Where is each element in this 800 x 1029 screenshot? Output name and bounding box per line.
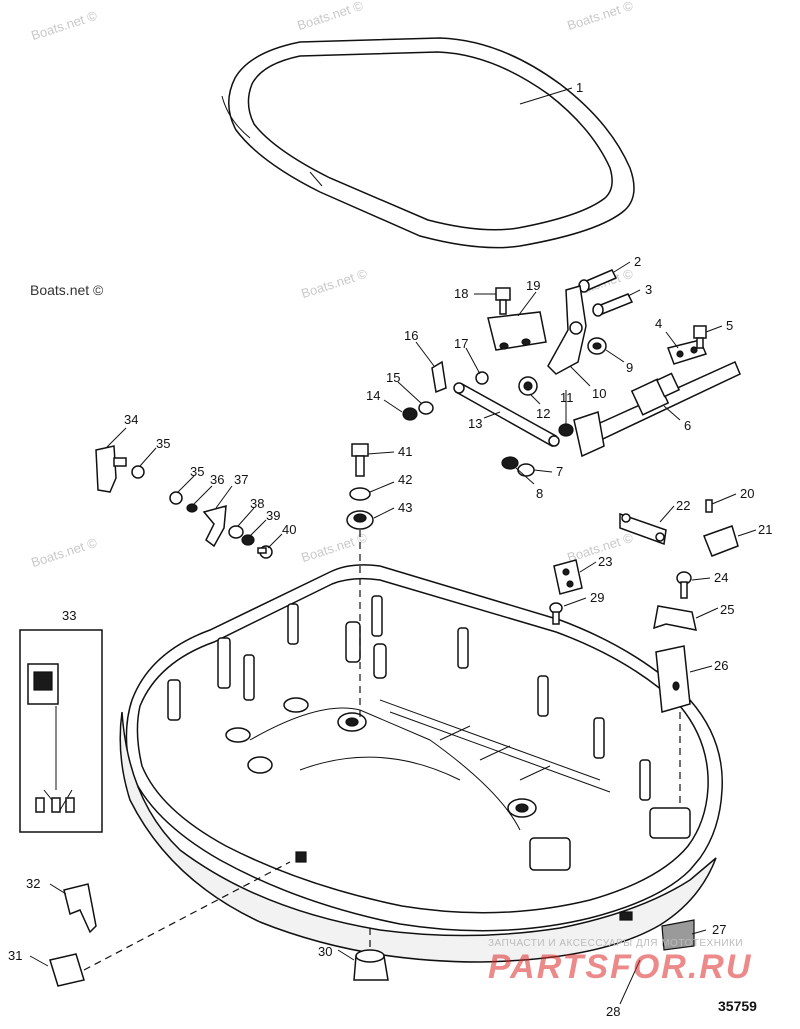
callout-40: 40 [282, 522, 296, 537]
callout-34: 34 [124, 412, 138, 427]
assembly-line [83, 861, 291, 971]
part-43-grommet [346, 510, 374, 530]
part-20-screw [705, 499, 713, 513]
callout-8: 8 [536, 486, 543, 501]
part-30-drain [353, 949, 389, 981]
callout-24: 24 [714, 570, 728, 585]
callout-25: 25 [720, 602, 734, 617]
callout-20: 20 [740, 486, 754, 501]
callout-17: 17 [454, 336, 468, 351]
callout-41: 41 [398, 444, 412, 459]
part-19-block [487, 311, 547, 351]
part-33-switch-harness [19, 629, 103, 833]
part-42-washer [349, 487, 371, 501]
part-12-ballstud [518, 376, 538, 396]
part-23-grommet [553, 559, 583, 595]
callout-36: 36 [210, 472, 224, 487]
part-34-lever [95, 445, 127, 493]
lower-cowl [119, 564, 723, 963]
part-18-screw [495, 287, 511, 315]
callout-37: 37 [234, 472, 248, 487]
part-8-nut [501, 456, 519, 470]
part-29-screw [549, 602, 563, 625]
callout-2: 2 [634, 254, 641, 269]
callout-22: 22 [676, 498, 690, 513]
callout-31: 31 [8, 948, 22, 963]
part-7-washer [517, 463, 535, 477]
callout-10: 10 [592, 386, 606, 401]
part-13-link [453, 382, 560, 448]
part-21-clip [703, 525, 739, 557]
part-10-lever [547, 285, 587, 375]
part-41-screw [351, 443, 369, 477]
part-3-bolt [592, 293, 634, 317]
callout-13: 13 [468, 416, 482, 431]
callout-27: 27 [712, 922, 726, 937]
part-16-clip [431, 360, 447, 394]
diagram-reference-number: 35759 [718, 998, 757, 1014]
callout-7: 7 [556, 464, 563, 479]
callout-30: 30 [318, 944, 332, 959]
part-32-clip [63, 883, 97, 934]
callout-38: 38 [250, 496, 264, 511]
part-11-nut [558, 423, 574, 437]
part-17-grommet [475, 371, 489, 385]
part-6-shaft [573, 360, 741, 458]
callout-42: 42 [398, 472, 412, 487]
part-40-screw [257, 545, 273, 559]
brand-logo: PARTSFOR.RU [488, 948, 753, 986]
part-37-spring [202, 504, 227, 548]
callout-28: 28 [606, 1004, 620, 1019]
callout-5: 5 [726, 318, 733, 333]
callout-32: 32 [26, 876, 40, 891]
part-38-washer [228, 525, 244, 539]
part-22-plate [619, 512, 667, 546]
callout-21: 21 [758, 522, 772, 537]
callout-4: 4 [655, 316, 662, 331]
callout-1: 1 [576, 80, 583, 95]
part-9-bushing [587, 337, 607, 355]
part-35-nut-b [169, 491, 183, 505]
callout-26: 26 [714, 658, 728, 673]
callout-labels: 1 2 3 4 5 6 7 8 9 10 11 12 13 14 15 16 1… [8, 80, 772, 1019]
callout-18: 18 [454, 286, 468, 301]
part-25-bracket [653, 605, 697, 631]
part-26-latch [655, 645, 691, 713]
callout-15: 15 [386, 370, 400, 385]
brand-watermark: ЗАПЧАСТИ И АКСЕССУАРЫ ДЛЯ МОТОТЕХНИКИ PA… [488, 938, 788, 985]
callout-35b: 35 [190, 464, 204, 479]
callout-16: 16 [404, 328, 418, 343]
callout-19: 19 [526, 278, 540, 293]
callout-33: 33 [62, 608, 76, 623]
callout-29: 29 [590, 590, 604, 605]
callout-6: 6 [684, 418, 691, 433]
part-15-washer [418, 401, 434, 415]
callout-43: 43 [398, 500, 412, 515]
callout-3: 3 [645, 282, 652, 297]
callout-9: 9 [626, 360, 633, 375]
callout-39: 39 [266, 508, 280, 523]
callout-11: 11 [560, 390, 574, 405]
part-27-decal [661, 919, 695, 951]
watermark: Boats.net © [30, 282, 104, 298]
callout-23: 23 [598, 554, 612, 569]
part-31-plug [49, 953, 85, 987]
part-1-seal [221, 37, 635, 249]
callout-12: 12 [536, 406, 550, 421]
callout-leaders [29, 87, 757, 1005]
part-24-screw [676, 571, 692, 599]
part-2-bolt [578, 269, 618, 293]
callout-35: 35 [156, 436, 170, 451]
part-39-washer [241, 534, 255, 546]
part-35-nut [131, 465, 145, 479]
brand-tagline: ЗАПЧАСТИ И АКСЕССУАРЫ ДЛЯ МОТОТЕХНИКИ [488, 938, 744, 949]
callout-14: 14 [366, 388, 380, 403]
part-36-washer [186, 503, 198, 513]
part-14-nut [402, 407, 418, 421]
